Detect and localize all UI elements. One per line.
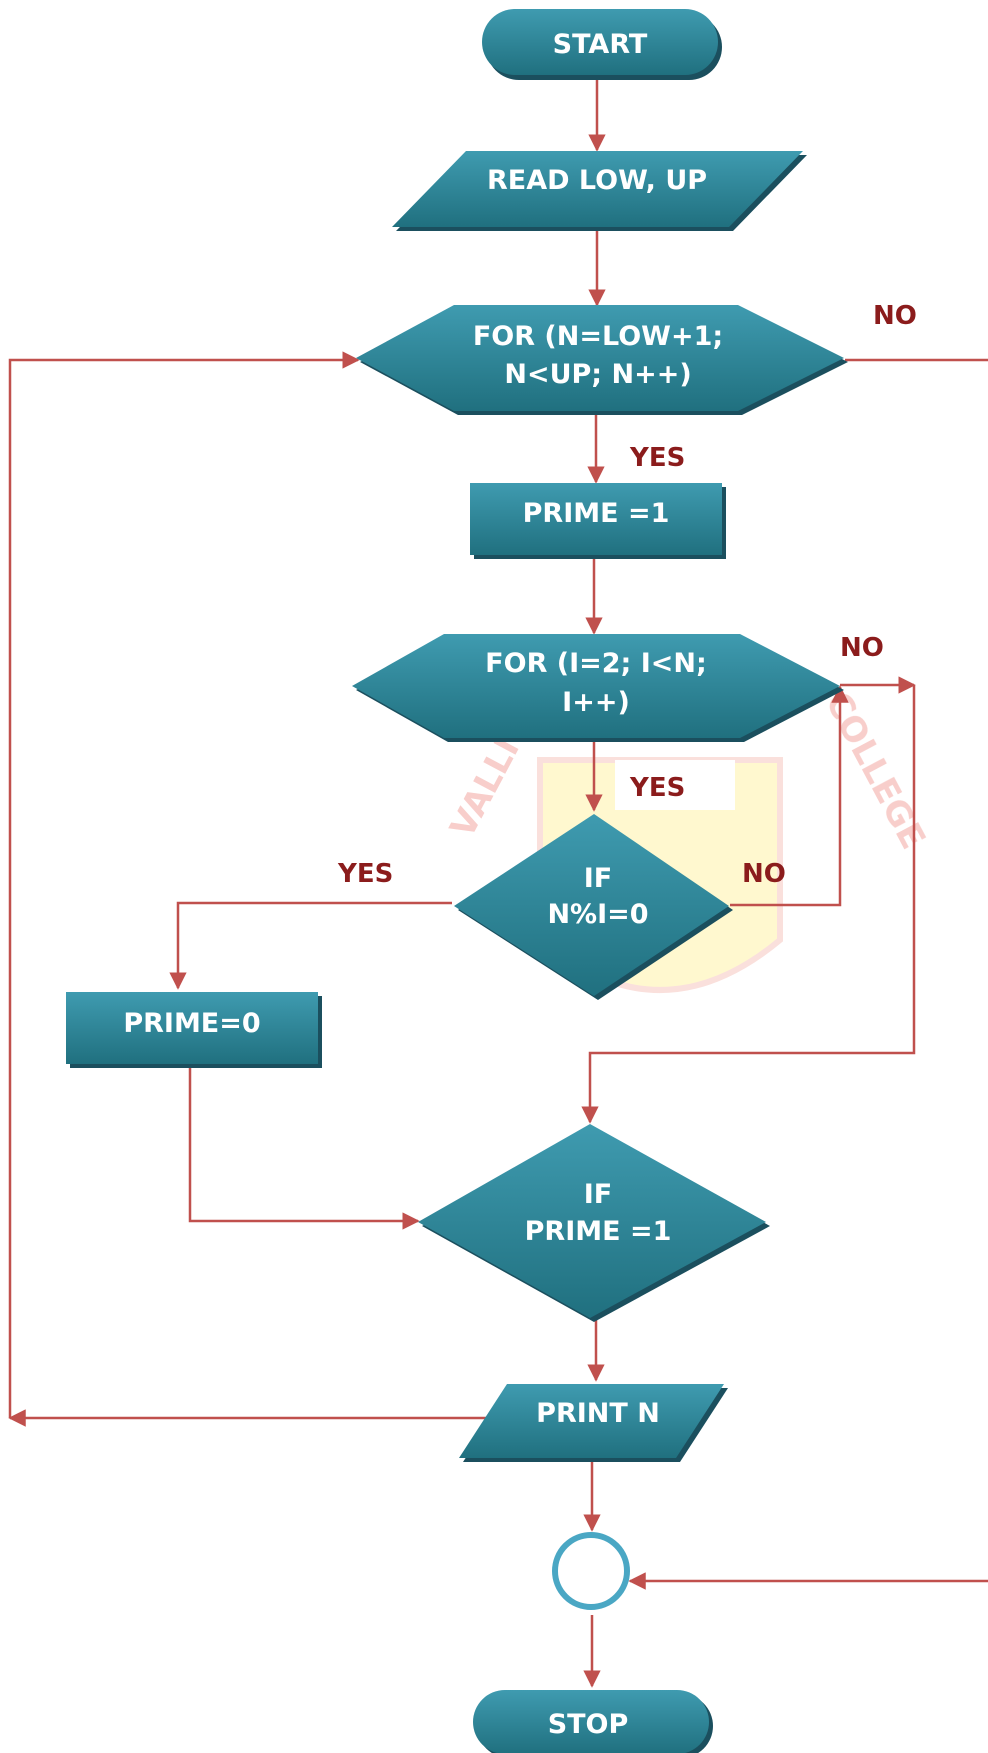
start-terminal: START (482, 9, 722, 80)
outer-for-line1: FOR (N=LOW+1; (473, 321, 723, 352)
start-label: START (553, 29, 648, 60)
label-inner-yes: YES (629, 773, 685, 803)
prime-one-process: PRIME =1 (470, 483, 726, 559)
if-mod-line2: N%I=0 (547, 899, 648, 930)
edge-mod-no (730, 685, 849, 907)
edge-prime0-ifprime (188, 1067, 420, 1230)
prime-zero-process: PRIME=0 (66, 992, 322, 1068)
edge-inner-exit (581, 685, 916, 1124)
if-prime-decision: IF PRIME =1 (418, 1124, 770, 1322)
if-mod-decision: IF N%I=0 (454, 814, 733, 1000)
if-mod-line1: IF (584, 863, 613, 894)
outer-for-line2: N<UP; N++) (504, 359, 691, 390)
print-label: PRINT N (536, 1398, 660, 1429)
connector-circle (552, 1532, 630, 1610)
inner-for-decision: FOR (I=2; I<N; I++) (352, 634, 844, 742)
stop-label: STOP (548, 1709, 629, 1740)
label-inner-no: NO (840, 633, 884, 663)
edge-outer-loop (8, 351, 360, 1418)
print-output-node: PRINT N (459, 1384, 728, 1462)
prime-one-label: PRIME =1 (523, 498, 670, 529)
inner-for-line1: FOR (I=2; I<N; (485, 648, 707, 679)
watermark-left-text: VALLI (443, 732, 528, 845)
label-outer-yes: YES (629, 443, 685, 473)
yes-label-bg (615, 760, 735, 810)
inner-for-line2: I++) (562, 687, 630, 718)
watermark-right-text: COLLEGE (817, 685, 933, 855)
outer-for-decision: FOR (N=LOW+1; N<UP; N++) (356, 305, 848, 415)
label-outer-no: NO (873, 301, 917, 331)
read-input-node: READ LOW, UP (392, 151, 807, 231)
edges (8, 78, 988, 1688)
read-label: READ LOW, UP (487, 165, 707, 196)
label-mod-no: NO (742, 859, 786, 889)
if-prime-line2: PRIME =1 (525, 1216, 672, 1247)
if-prime-line1: IF (584, 1179, 613, 1210)
edge-mod-yes (169, 901, 452, 990)
stop-terminal: STOP (473, 1690, 713, 1753)
prime-zero-label: PRIME=0 (123, 1008, 260, 1039)
label-mod-yes: YES (337, 859, 393, 889)
